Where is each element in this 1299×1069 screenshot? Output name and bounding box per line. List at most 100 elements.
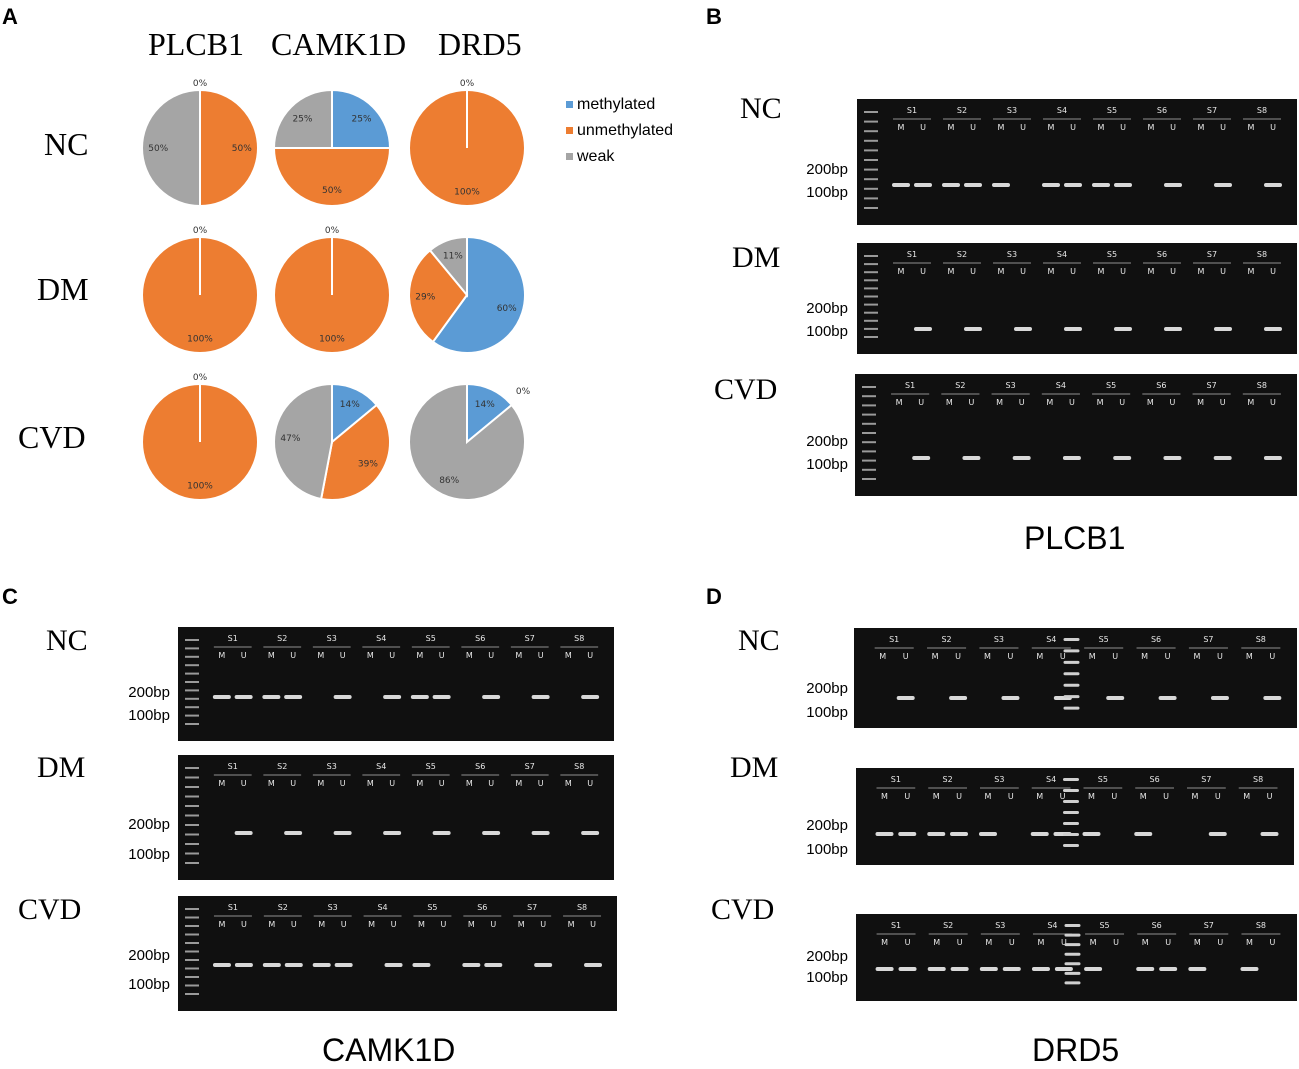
pie-column-plcb1: PLCB1	[148, 26, 245, 62]
bp-200: 200bp	[806, 948, 848, 965]
pie-slice-label: 100%	[319, 334, 345, 344]
lane-label: M	[1246, 938, 1253, 947]
ladder-band	[185, 805, 199, 807]
ladder-band	[185, 967, 199, 970]
pie-slice	[272, 147, 392, 207]
ladder-band	[1064, 981, 1081, 985]
gel-band	[234, 831, 253, 835]
lane-label: U	[920, 123, 926, 132]
ladder-band	[185, 639, 199, 641]
bp-200: 200bp	[128, 947, 170, 964]
gel-background	[856, 768, 1294, 865]
pie-slice-label: 50%	[322, 186, 342, 196]
ladder-band	[864, 178, 878, 181]
ladder-band	[1063, 695, 1080, 699]
gel-band	[1002, 967, 1021, 971]
lane-label: U	[903, 652, 909, 661]
ladder-band	[185, 916, 199, 919]
lane-label: U	[291, 920, 297, 929]
lane-label: U	[290, 651, 296, 660]
pie-slice-label: 100%	[187, 334, 213, 344]
gel-row-label: NC	[740, 92, 782, 125]
gel-band	[234, 695, 253, 699]
lane-label: M	[998, 123, 1005, 132]
ladder-band	[864, 279, 878, 282]
lane-label: U	[590, 920, 596, 929]
ladder-band	[185, 862, 199, 864]
lane-label: U	[1215, 792, 1221, 801]
pie-slice	[199, 88, 259, 208]
lane-label: U	[1008, 792, 1014, 801]
lane-label: M	[565, 779, 572, 788]
bp-200: 200bp	[806, 433, 848, 450]
lane-label: M	[948, 123, 955, 132]
gel-band	[1064, 183, 1082, 187]
bp-100: 100bp	[806, 704, 848, 721]
lane-label: U	[440, 920, 446, 929]
ladder-band	[862, 468, 876, 471]
legend-methylated: methylated	[566, 96, 655, 114]
ladder-band	[1063, 638, 1080, 641]
sample-label: S8	[1256, 635, 1266, 644]
lane-label: U	[1060, 792, 1066, 801]
gel-band	[964, 327, 982, 331]
gel-band	[992, 183, 1010, 187]
ladder-band	[185, 776, 199, 779]
lane-label: U	[955, 652, 961, 661]
sample-label: S6	[1152, 921, 1162, 930]
lane-label: M	[416, 651, 423, 660]
gel-band	[284, 695, 303, 699]
lane-label: U	[538, 651, 544, 660]
gel-band	[1014, 327, 1032, 331]
pie-row-cvd: CVD	[18, 419, 86, 455]
ladder-band	[864, 295, 878, 298]
sample-label: S1	[907, 250, 917, 259]
ladder-band	[185, 950, 199, 953]
lane-label: M	[898, 123, 905, 132]
lane-label: U	[1008, 652, 1014, 661]
gel-band	[333, 831, 352, 835]
ladder-band	[862, 395, 876, 398]
gel-background	[856, 914, 1297, 1001]
gel-band	[1214, 183, 1232, 187]
gel-band	[383, 831, 402, 835]
ladder-band	[1063, 649, 1080, 653]
gel-band	[1263, 456, 1282, 460]
sample-label: S6	[1151, 635, 1161, 644]
pie-slice	[331, 88, 392, 149]
gel-band	[312, 963, 331, 967]
ladder-band	[864, 271, 878, 274]
pie-slice-label: 14%	[475, 400, 495, 410]
lane-label: M	[416, 779, 423, 788]
sample-label: S4	[1047, 921, 1057, 930]
sample-label: S1	[889, 635, 899, 644]
lane-label: U	[1165, 652, 1171, 661]
lane-label: M	[466, 651, 473, 660]
sample-label: S3	[327, 634, 337, 643]
pie-slice	[408, 382, 526, 501]
sample-label: S8	[577, 903, 587, 912]
lane-label: M	[1098, 267, 1105, 276]
ladder-band	[864, 120, 878, 123]
lane-label: U	[241, 920, 247, 929]
sample-label: S5	[426, 634, 436, 643]
ladder-band	[185, 767, 199, 769]
sample-label: S3	[994, 635, 1004, 644]
pie-slice-label: 47%	[280, 434, 300, 444]
gel-band	[432, 831, 451, 835]
pie-slice	[272, 88, 333, 149]
lane-label: U	[918, 398, 924, 407]
gel-band	[1114, 327, 1132, 331]
lane-label: M	[1248, 267, 1255, 276]
pie-slice-label: 0%	[460, 79, 475, 89]
sample-label: S4	[1057, 106, 1067, 115]
gel-band	[410, 695, 429, 699]
sample-label: S4	[1046, 775, 1056, 784]
lane-label: U	[1269, 938, 1275, 947]
sample-label: S7	[1204, 921, 1214, 930]
lane-label: U	[1020, 123, 1026, 132]
lane-label: M	[881, 792, 888, 801]
gel-band	[1082, 832, 1101, 836]
